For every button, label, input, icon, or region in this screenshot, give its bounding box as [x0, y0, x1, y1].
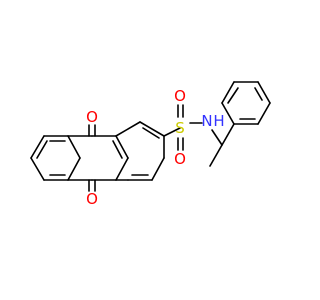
nitrogen-label: N — [201, 112, 212, 130]
bond — [221, 102, 235, 125]
bond — [115, 135, 129, 159]
sulfonyl-oxygen-label-top: O — [174, 87, 186, 105]
bond — [221, 81, 235, 104]
bond — [211, 129, 223, 146]
sulfonyl-oxygen-label-bottom: O — [174, 150, 186, 168]
molecule-structure: O O S O O N H — [30, 81, 271, 208]
bond — [209, 144, 223, 167]
bond — [151, 157, 165, 181]
oxygen-label-bottom: O — [86, 190, 98, 208]
bond — [115, 157, 129, 181]
bond — [30, 135, 45, 159]
bond — [30, 157, 45, 181]
bond — [257, 102, 271, 125]
bond — [257, 81, 271, 104]
sulfur-label: S — [175, 119, 185, 137]
bond-inner — [254, 87, 263, 101]
hydrogen-label: H — [213, 112, 224, 130]
bond — [67, 157, 81, 181]
bond — [115, 121, 141, 137]
oxygen-label-top: O — [86, 108, 98, 126]
atom-labels: O O S O O N H — [86, 87, 225, 208]
bond-inner — [112, 140, 123, 159]
bond-inner — [36, 140, 48, 159]
bond — [139, 121, 165, 137]
bond — [163, 127, 181, 137]
bond-lines — [30, 81, 271, 192]
bond-inner — [142, 127, 160, 139]
bond — [67, 135, 81, 159]
bond-inner — [227, 87, 239, 104]
bond — [221, 123, 235, 146]
